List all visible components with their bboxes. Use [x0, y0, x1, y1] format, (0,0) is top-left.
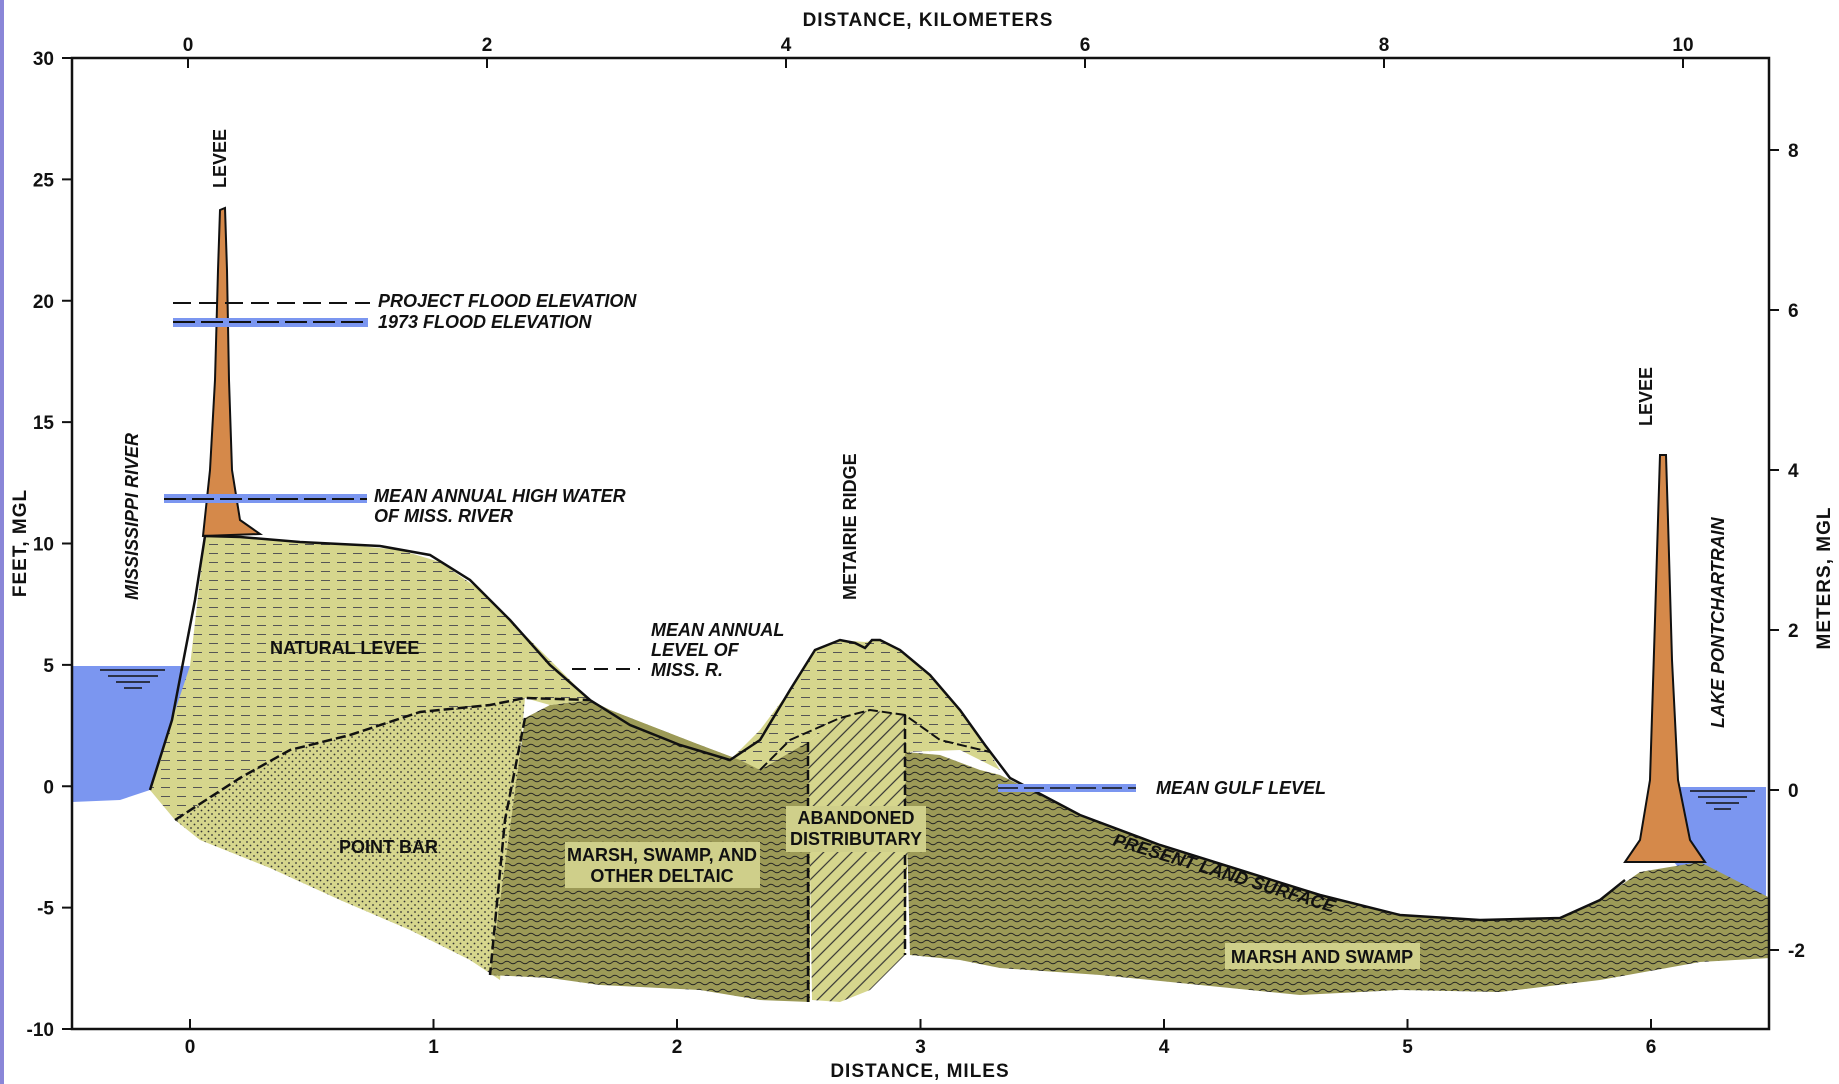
left-tick-label: 20 [33, 292, 54, 313]
left-levee [201, 206, 264, 538]
marsh-deltaic-label-2: OTHER DELTAIC [590, 866, 733, 886]
levee-right-label: LEVEE [1636, 367, 1656, 426]
contact-line-marsh-left [488, 717, 527, 976]
marsh-swamp-deposit [905, 752, 1770, 995]
mississippi-river-label: MISSISSIPPI RIVER [122, 433, 142, 600]
mean-annual-level-label-3: MISS. R. [651, 660, 723, 680]
mahw-label-line1: MEAN ANNUAL HIGH WATER [374, 486, 626, 506]
natural-levee-label: NATURAL LEVEE [270, 638, 419, 658]
bottom-tick-label: 6 [1646, 1037, 1657, 1058]
marsh-deltaic-label-1: MARSH, SWAMP, AND [567, 845, 757, 865]
right-axis-ticks: 8 6 4 2 0 -2 [1769, 141, 1805, 962]
land-surface-line [148, 534, 1626, 922]
left-tick-label: 15 [33, 413, 55, 434]
marsh-deltaic-label-box [565, 842, 760, 888]
right-tick-label: 2 [1788, 621, 1799, 642]
marsh-lower-left [590, 700, 760, 770]
bottom-tick-label: 4 [1159, 1037, 1170, 1058]
abandoned-label-1: ABANDONED [798, 808, 915, 828]
left-tick-label: -10 [27, 1020, 54, 1041]
water-surface-symbol-left [100, 669, 165, 689]
bottom-axis-ticks: 0 1 2 3 4 5 6 [185, 1019, 1657, 1058]
abandoned-label-2: DISTRIBUTARY [790, 829, 922, 849]
right-levee [1623, 454, 1707, 863]
top-tick-label: 8 [1379, 35, 1390, 56]
flood-1973-line [173, 318, 368, 327]
right-tick-label: 4 [1788, 461, 1799, 482]
water-surface-symbol-right [1690, 790, 1755, 810]
flood-1973-label: 1973 FLOOD ELEVATION [378, 312, 592, 332]
top-tick-label: 6 [1080, 35, 1091, 56]
mean-gulf-level-line [998, 784, 1136, 792]
left-edge-strip [0, 0, 4, 1084]
point-bar-label: POINT BAR [339, 837, 438, 857]
top-tick-label: 2 [482, 35, 493, 56]
left-tick-label: 5 [43, 656, 54, 677]
right-tick-label: 6 [1788, 301, 1799, 322]
right-axis-title: METERS, MGL [1814, 507, 1835, 650]
bottom-tick-label: 1 [428, 1037, 439, 1058]
left-tick-label: -5 [37, 899, 54, 920]
top-tick-label: 0 [183, 35, 194, 56]
mean-annual-level-label-2: LEVEL OF [651, 640, 740, 660]
marsh-swamp-label-box [1225, 943, 1420, 969]
bottom-tick-label: 2 [672, 1037, 683, 1058]
bottom-tick-label: 3 [915, 1037, 926, 1058]
top-tick-label: 4 [781, 35, 792, 56]
top-axis-title: DISTANCE, KILOMETERS [803, 10, 1054, 31]
abandoned-distributary-deposit [808, 710, 910, 1002]
bottom-axis-title: DISTANCE, MILES [830, 1061, 1009, 1082]
contact-line-point-bar [174, 696, 591, 822]
left-axis-ticks: 30 25 20 15 10 5 0 -5 -10 [27, 49, 72, 1041]
left-tick-label: 0 [43, 777, 54, 798]
mean-annual-level-label-1: MEAN ANNUAL [651, 620, 784, 640]
metairie-ridge-label: METAIRIE RIDGE [840, 453, 860, 600]
point-bar-deposit [175, 698, 525, 980]
mahw-label-line2: OF MISS. RIVER [374, 506, 513, 526]
project-flood-label: PROJECT FLOOD ELEVATION [378, 291, 637, 311]
bottom-tick-label: 5 [1402, 1037, 1413, 1058]
mean-annual-high-water-line [164, 494, 367, 503]
abandoned-label-box [786, 806, 926, 852]
levee-left-label: LEVEE [210, 129, 230, 188]
left-axis-title: FEET, MGL [10, 489, 31, 597]
left-tick-label: 10 [33, 535, 54, 556]
marsh-swamp-label: MARSH AND SWAMP [1231, 947, 1413, 967]
natural-levee-deposit [150, 536, 590, 820]
lake-pontchartrain-label: LAKE PONTCHARTRAIN [1708, 516, 1728, 728]
right-tick-label: 0 [1788, 781, 1799, 802]
top-tick-label: 10 [1672, 35, 1693, 56]
right-tick-label: -2 [1788, 941, 1805, 962]
left-tick-label: 30 [33, 49, 54, 70]
mean-gulf-level-label: MEAN GULF LEVEL [1156, 778, 1326, 798]
bottom-tick-label: 0 [185, 1037, 196, 1058]
top-axis-ticks: 0 2 4 6 8 10 [183, 35, 1694, 68]
right-tick-label: 8 [1788, 141, 1799, 162]
contact-line-metairie-base [759, 708, 991, 771]
left-tick-label: 25 [33, 170, 55, 191]
